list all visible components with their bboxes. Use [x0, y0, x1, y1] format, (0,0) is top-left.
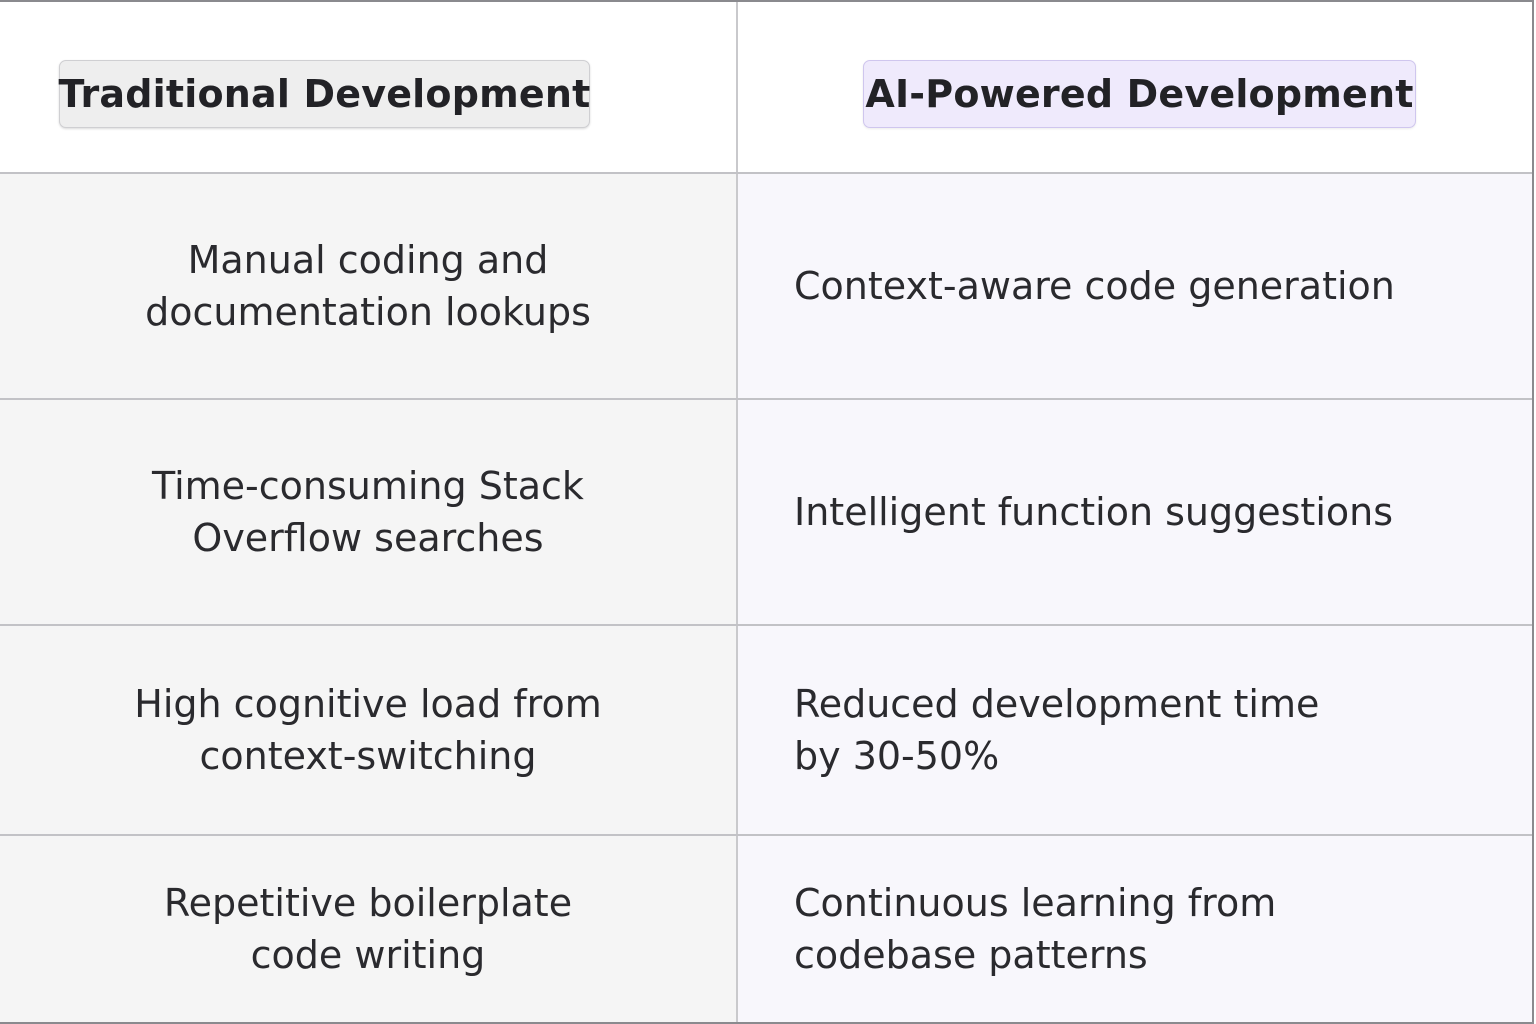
- row-1-ai-text: Context-aware code generation: [794, 263, 1395, 308]
- table-row-4-ai: Continuous learning from codebase patter…: [738, 836, 1532, 1022]
- table-row-1-traditional: Manual coding and documentation lookups: [0, 173, 736, 398]
- traditional-development-heading: Traditional Development: [59, 60, 590, 128]
- table-row-2-ai: Intelligent function suggestions: [738, 400, 1532, 624]
- row-divider-3: [0, 834, 1532, 836]
- row-2-ai-text: Intelligent function suggestions: [794, 490, 1394, 534]
- column-divider: [736, 2, 738, 1022]
- row-divider-1: [0, 398, 1532, 400]
- row-4-ai-text: Continuous learning from codebase patter…: [794, 881, 1277, 977]
- table-row-2-traditional: Time-consuming Stack Overflow searches: [0, 400, 736, 624]
- table-row-3-traditional: High cognitive load from context-switchi…: [0, 626, 736, 834]
- ai-powered-development-heading: AI-Powered Development: [863, 60, 1416, 128]
- table-row-3-ai: Reduced development time by 30-50%: [738, 626, 1532, 834]
- row-2-traditional-text: Time-consuming Stack Overflow searches: [152, 464, 584, 560]
- table-row-1-ai: Context-aware code generation: [738, 173, 1532, 398]
- row-3-traditional-text: High cognitive load from context-switchi…: [134, 682, 602, 778]
- row-3-ai-text: Reduced development time by 30-50%: [794, 682, 1320, 778]
- row-1-traditional-text: Manual coding and documentation lookups: [145, 237, 591, 334]
- row-divider-header: [0, 172, 1532, 174]
- row-divider-2: [0, 624, 1532, 626]
- table-row-4-traditional: Repetitive boilerplate code writing: [0, 836, 736, 1022]
- row-4-traditional-text: Repetitive boilerplate code writing: [163, 881, 573, 977]
